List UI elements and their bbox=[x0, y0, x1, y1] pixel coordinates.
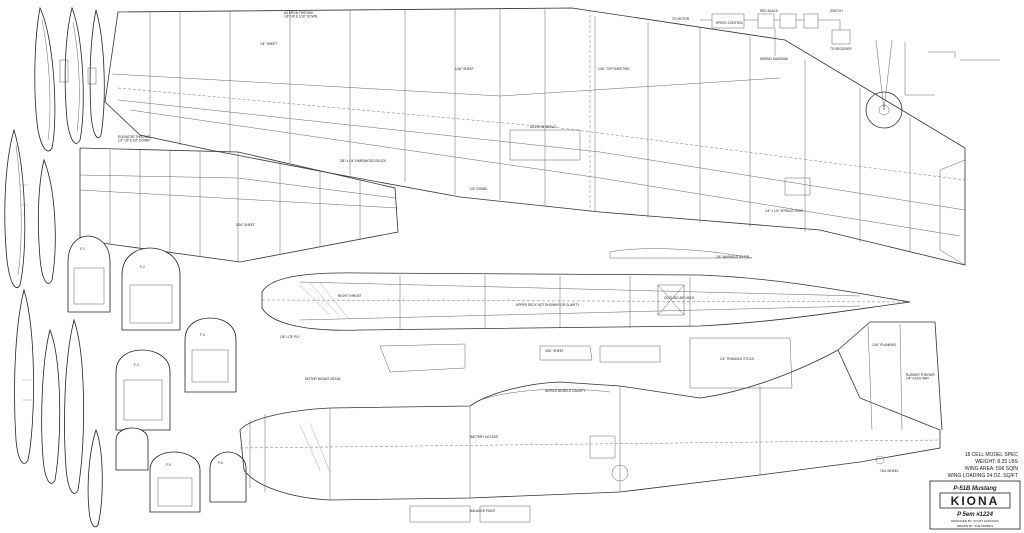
label-sheet-332: 3/32" SHEET bbox=[545, 349, 564, 353]
label-former-f5: F-5 bbox=[166, 463, 171, 467]
fuselage-top-view bbox=[261, 272, 913, 331]
label-wing-sheet: 1/4" SHEET bbox=[260, 42, 277, 46]
label-dowel: 1/4" DOWEL bbox=[470, 187, 488, 191]
label-canopy: WORLD MODELS CANOPY bbox=[545, 389, 586, 393]
label-former-f1: F-1 bbox=[80, 247, 85, 251]
formers bbox=[67, 235, 247, 513]
label-washout: 1/8" WASHOUT AT TIP bbox=[716, 255, 749, 259]
label-light-ply: 1/8" LITE PLY bbox=[280, 335, 301, 339]
label-tail-wheel: TAIL WHEEL bbox=[880, 469, 899, 473]
label-right-thrust: RIGHT THRUST bbox=[338, 294, 362, 298]
title-block: P-51B Mustang KIONA P 5em #1224 DESIGNED… bbox=[929, 480, 1021, 530]
spec-wing-area: WING AREA: 596 SQIN bbox=[965, 466, 1018, 472]
brand-logo-text: KIONA bbox=[951, 494, 1000, 508]
label-hardwood-block: 3/8" x 1/4" HARDWOOD BLOCK bbox=[340, 159, 387, 163]
label-aileron-servo: AILERON SERVO bbox=[530, 125, 557, 129]
label-to-receiver: TO RECEIVER bbox=[830, 47, 852, 51]
deck-parts bbox=[379, 248, 793, 523]
spec-block: 18 CELL MODEL SPEC WEIGHT: 8.25 LBS WING… bbox=[948, 452, 1019, 479]
designer-credit: DESIGNED BY: SCOTT HUFFMAN bbox=[951, 519, 999, 523]
label-sheet-316: 3/16" SHEET bbox=[236, 223, 255, 227]
spec-wing-loading: WING LOADING 24 OZ. SQ/FT bbox=[948, 473, 1018, 479]
drawing-number: P 5em #1224 bbox=[957, 512, 993, 518]
label-former-f6: F-6 bbox=[218, 461, 223, 465]
label-battery-access: BATTERY ACCESS bbox=[470, 435, 498, 439]
wing-ribs-left bbox=[4, 6, 105, 528]
title-subtitle: P-51B Mustang bbox=[953, 486, 997, 492]
label-former-f2: F-2 bbox=[140, 265, 145, 269]
spec-model: 18 CELL MODEL SPEC bbox=[965, 452, 1019, 458]
landing-gear-detail bbox=[865, 39, 1000, 129]
label-cooling-air: COOLING AIR HOLE bbox=[664, 296, 694, 300]
label-motor-mount: MOTOR MOUNT DETAIL bbox=[305, 377, 341, 381]
label-to-motor: TO MOTOR bbox=[672, 17, 690, 21]
label-wiring-diagram: WIRING DIAGRAM bbox=[760, 57, 788, 61]
drawn-by-credit: DRAWN BY: SUZ MORRIS bbox=[957, 524, 993, 528]
label-spruce-spar: 1/4" x 1/4" SPRUCE SPAR bbox=[765, 209, 804, 213]
label-switch: SWITCH bbox=[830, 9, 843, 13]
label-red-black: RED BLACK bbox=[760, 9, 779, 13]
label-former-f3: F-3 bbox=[200, 333, 205, 337]
label-fin-planking: 1/16" PLANKING bbox=[872, 343, 897, 347]
label-triangle-stock: 1/4" TRIANGLE STOCK bbox=[720, 357, 755, 361]
label-sheet-116: 1/16" SHEET bbox=[455, 67, 474, 71]
spec-weight: WEIGHT: 8.25 LBS bbox=[975, 459, 1018, 465]
wiring-diagram bbox=[700, 13, 851, 56]
label-speed-control: SPEED CONTROL bbox=[716, 21, 744, 25]
label-top-sheet: 1/16" TOP SHEETING bbox=[598, 67, 630, 71]
fuselage-side-view bbox=[239, 321, 943, 501]
label-former-f4: F-4 bbox=[134, 363, 139, 367]
label-upper-deck: UPPER DECK NOT SHOWN FOR CLARITY bbox=[516, 303, 580, 307]
label-balance-point: BALANCE POINT bbox=[470, 509, 496, 513]
wing-plan bbox=[104, 7, 966, 266]
